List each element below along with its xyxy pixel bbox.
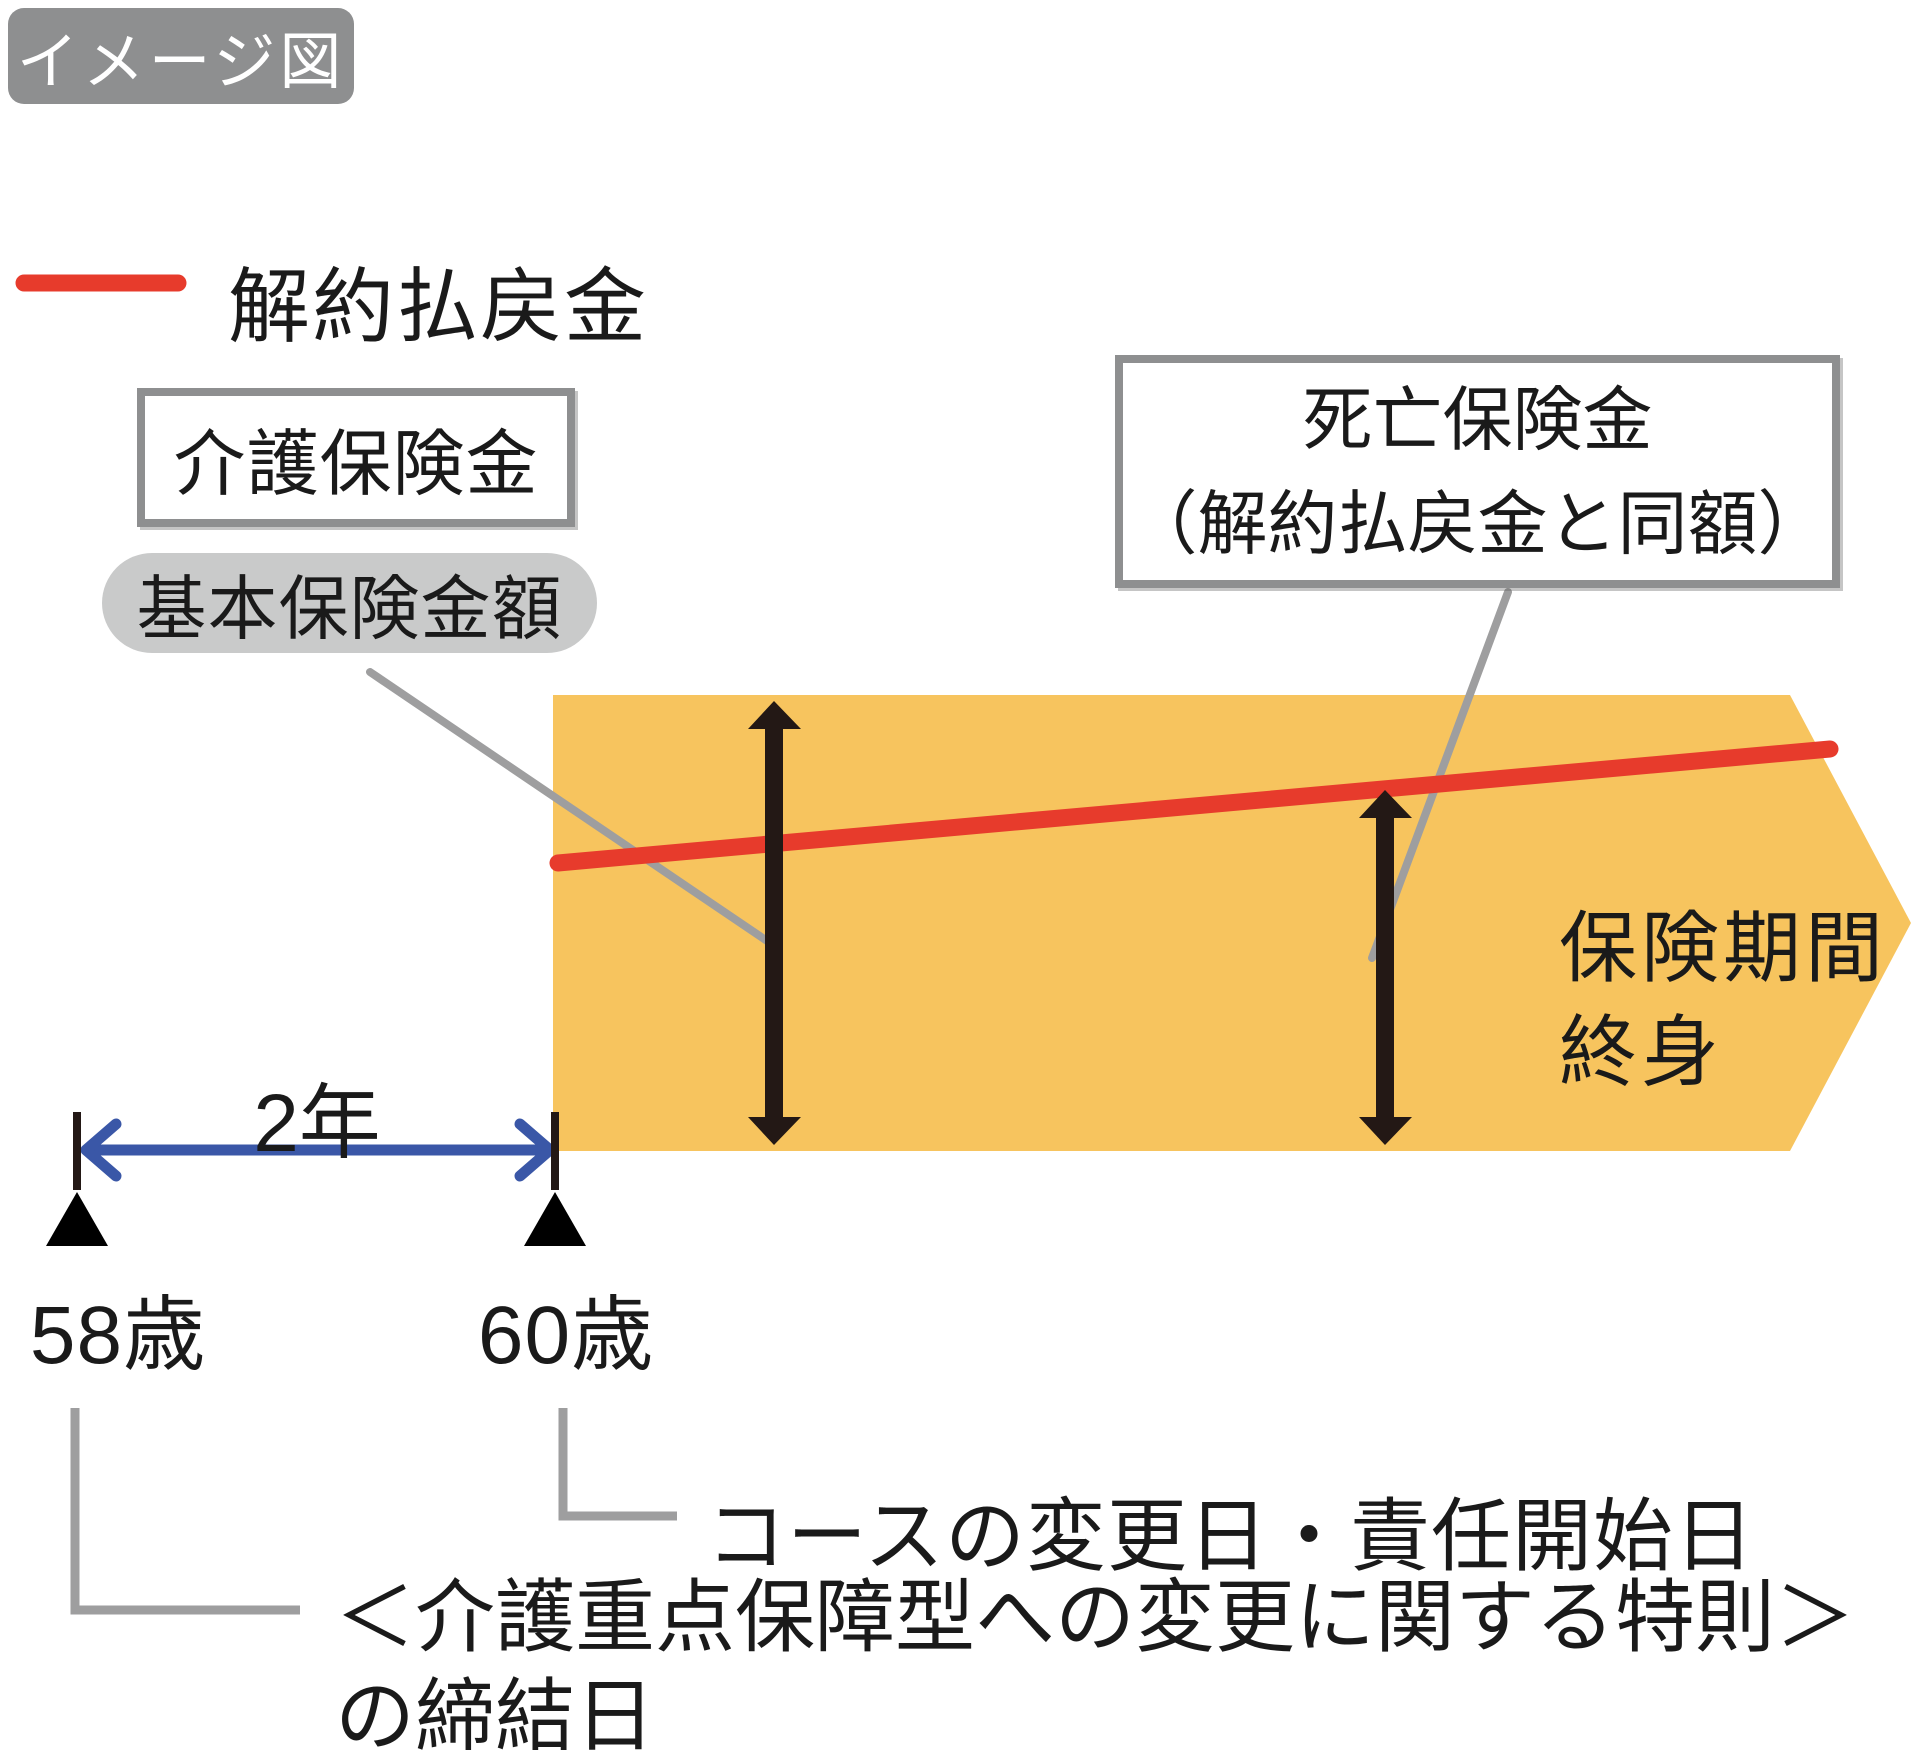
badge-label: イメージ図 <box>16 28 346 97</box>
benefit-amount-arrow-left <box>748 701 801 1145</box>
course-change-connector <box>558 1408 677 1521</box>
death-benefit-label-line1: 死亡保険金 <box>1302 380 1653 459</box>
two-year-duration-label: 2年 <box>253 1078 381 1169</box>
conclusion-date-connector <box>70 1408 300 1615</box>
basic-amount-label: 基本保険金額 <box>136 569 563 648</box>
age-58-marker-triangle <box>46 1192 108 1246</box>
surrender-value-legend-label: 解約払戻金 <box>228 262 649 353</box>
benefit-amount-arrow-right <box>1359 790 1412 1145</box>
death-benefit-label-line2: （解約払戻金と同額） <box>1127 484 1828 563</box>
death-benefit-leader-line <box>1368 588 1512 962</box>
age-60-tick <box>551 1112 559 1190</box>
care-benefit-label: 介護保険金 <box>173 425 539 505</box>
course-change-date-note: コースの変更日・責任開始日 <box>706 1492 1755 1581</box>
two-year-span-arrow <box>80 1118 556 1182</box>
insurance-period-line2: 終身 <box>1559 1008 1724 1096</box>
age-60-label: 60歳 <box>477 1290 655 1381</box>
image-diagram-badge: イメージ図 <box>8 8 354 104</box>
conclusion-note-line2: の締結日 <box>335 1672 655 1750</box>
death-benefit-box: 死亡保険金 （解約払戻金と同額） <box>1115 355 1840 588</box>
age-58-tick <box>73 1112 81 1190</box>
insurance-period-line1: 保険期間 <box>1559 904 1888 992</box>
care-benefit-box: 介護保険金 <box>137 388 575 527</box>
conclusion-note-line1: ＜介護重点保障型への変更に関する特則＞ <box>335 1573 1855 1662</box>
conclusion-date-note: ＜介護重点保障型への変更に関する特則＞ の締結日 <box>335 1568 1855 1750</box>
insurance-period-label: 保険期間 終身 <box>1559 896 1887 1104</box>
insurance-period-arrow-shape <box>553 695 1911 1151</box>
basic-amount-leader-line <box>366 668 777 949</box>
basic-amount-pill: 基本保険金額 <box>102 553 597 653</box>
age-58-label: 58歳 <box>29 1290 207 1381</box>
age-60-marker-triangle <box>524 1192 586 1246</box>
